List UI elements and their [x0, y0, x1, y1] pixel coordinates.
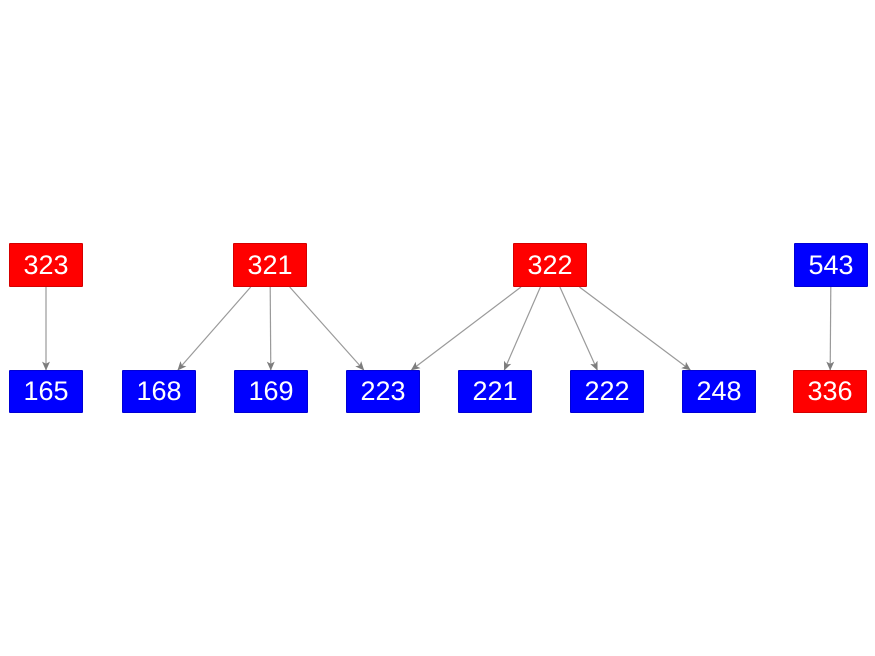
node-label: 168 — [136, 376, 182, 406]
node-label: 221 — [472, 376, 518, 406]
edge-322-222 — [559, 286, 598, 371]
node-223[interactable]: 223 — [346, 370, 420, 413]
node-165[interactable]: 165 — [9, 370, 83, 413]
node-222[interactable]: 222 — [570, 370, 644, 413]
node-169[interactable]: 169 — [234, 370, 308, 413]
node-168[interactable]: 168 — [122, 370, 196, 413]
edge-543-336 — [826, 286, 835, 371]
node-label: 336 — [807, 376, 853, 406]
edge-322-223 — [410, 286, 522, 371]
node-322[interactable]: 322 — [513, 243, 587, 287]
node-label: 223 — [360, 376, 406, 406]
node-323[interactable]: 323 — [9, 243, 83, 287]
edge-322-248 — [579, 286, 691, 371]
edge-321-223 — [289, 286, 365, 371]
node-label: 169 — [248, 376, 294, 406]
node-label: 322 — [527, 249, 573, 280]
edge-321-169 — [266, 286, 275, 371]
edge-321-168 — [177, 286, 252, 371]
node-321[interactable]: 321 — [233, 243, 307, 287]
node-label: 323 — [23, 249, 69, 280]
edge-322-221 — [503, 286, 541, 371]
node-221[interactable]: 221 — [458, 370, 532, 413]
node-label: 248 — [696, 376, 742, 406]
node-543[interactable]: 543 — [794, 243, 868, 287]
node-248[interactable]: 248 — [682, 370, 756, 413]
node-label: 222 — [584, 376, 630, 406]
node-label: 543 — [808, 249, 854, 280]
node-336[interactable]: 336 — [793, 370, 867, 413]
node-label: 165 — [23, 376, 69, 406]
node-label: 321 — [247, 249, 293, 280]
